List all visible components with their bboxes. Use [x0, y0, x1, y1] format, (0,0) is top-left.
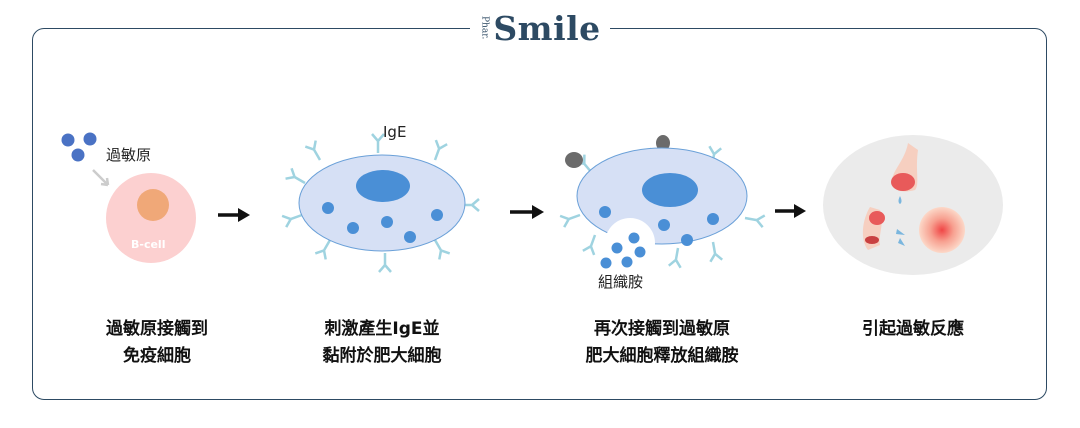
arrow-icon — [775, 204, 806, 218]
logo-name: Smile — [493, 8, 601, 48]
ige-label: IgE — [383, 123, 407, 141]
stage-3-caption: 再次接觸到過敏原 肥大細胞釋放組織胺 — [552, 316, 772, 370]
logo: Phar. Smile — [470, 6, 610, 50]
stage-2-caption: 刺激產生IgE並 黏附於肥大細胞 — [272, 316, 492, 370]
mast-cell-with-ige — [280, 132, 481, 274]
histamine-label: 組織胺 — [598, 273, 644, 291]
stage-1-caption: 過敏原接觸到 免疫細胞 — [47, 316, 267, 370]
logo-prefix: Phar. — [479, 16, 490, 40]
b-cell — [106, 173, 196, 263]
arrow-icon — [218, 208, 250, 222]
caption-line: 引起過敏反應 — [862, 319, 964, 339]
caption-line: 肥大細胞釋放組織胺 — [585, 346, 739, 366]
allergy-symptoms — [823, 135, 1003, 275]
caption-line: 刺激產生IgE並 — [324, 319, 440, 339]
allergen-particles — [61, 132, 97, 162]
caption-line: 再次接觸到過敏原 — [594, 319, 730, 339]
mast-cell-degranulating — [558, 135, 767, 270]
caption-line: 免疫細胞 — [123, 346, 191, 366]
b-cell-label: B-cell — [131, 238, 166, 251]
stage-4-caption: 引起過敏反應 — [803, 316, 1023, 343]
caption-line: 過敏原接觸到 — [106, 319, 208, 339]
arrow-icon — [510, 205, 544, 219]
caption-line: 黏附於肥大細胞 — [322, 346, 442, 366]
allergen-label: 過敏原 — [106, 146, 152, 164]
pointer-arrow-icon — [92, 169, 110, 187]
